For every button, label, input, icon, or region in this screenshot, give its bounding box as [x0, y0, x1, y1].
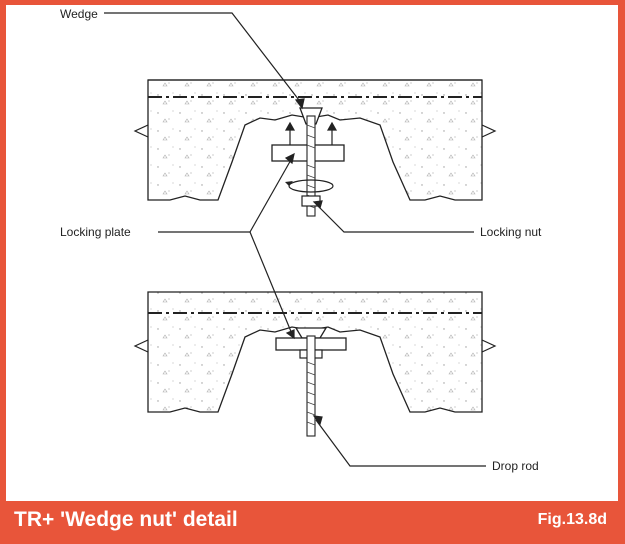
figure-number: Fig.13.8d: [537, 511, 607, 528]
leader-lines: [104, 12, 486, 467]
locking-nut-label: Locking nut: [480, 225, 542, 239]
drop-rod-label: Drop rod: [492, 459, 539, 473]
locking-plate-label: Locking plate: [60, 225, 131, 239]
wedge-label: Wedge: [60, 7, 98, 21]
upper-slab: [133, 79, 497, 217]
upper-drop-rod: [306, 115, 316, 217]
upper-push-arrows: [284, 121, 338, 145]
lower-slab: [133, 291, 497, 437]
lower-drop-rod: [306, 335, 316, 437]
figure-title: TR+ 'Wedge nut' detail: [14, 508, 238, 531]
